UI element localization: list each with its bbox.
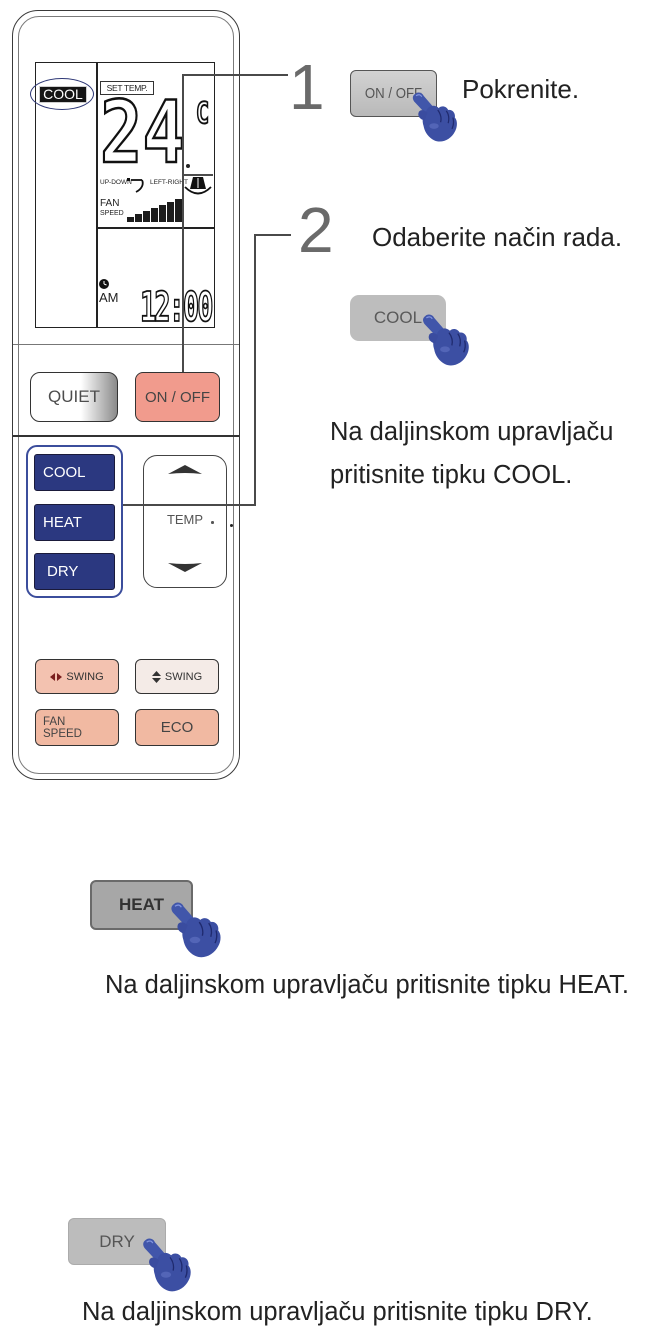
heat-instruction: Na daljinskom upravljaču pritisnite tipk… <box>105 971 629 999</box>
eco-button-label: ECO <box>160 719 194 736</box>
swing-left-right-button: SWING <box>35 659 119 694</box>
fan-speed-bar <box>135 214 142 222</box>
quiet-button: QUIET <box>30 372 118 422</box>
lcd-updown-label: UP-DOWN <box>100 179 132 186</box>
on-off-button: ON / OFF <box>135 372 220 422</box>
lcd-leftright-label: LEFT-RIGHT <box>150 179 188 186</box>
lcd-time: 12:00 <box>139 283 214 331</box>
lcd-temperature: 24 <box>99 83 186 183</box>
lcd-mode-highlight-oval <box>30 78 94 110</box>
quiet-button-label: QUIET <box>48 387 100 406</box>
step-1-on-off-label: ON / OFF <box>364 85 423 102</box>
lcd-divider-horizontal <box>97 227 215 229</box>
vent-icon <box>183 174 213 195</box>
left-right-arrows-icon <box>50 672 63 681</box>
lcd-set-temp-label: SET TEMP. <box>100 81 154 95</box>
up-down-arrows-icon <box>151 670 161 683</box>
pointing-hand-icon <box>138 1238 194 1294</box>
callout1-vertical-line <box>182 74 184 372</box>
fan-speed-bar <box>159 205 166 222</box>
temp-up-arrow-icon <box>168 465 202 474</box>
fan-speed-button: FAN SPEED <box>35 709 119 746</box>
dry-button-label: DRY <box>47 563 79 580</box>
callout1-horizontal-line <box>182 74 288 76</box>
cool-instruction-line1: Na daljinskom upravljaču <box>330 418 614 446</box>
lcd-divider-vertical <box>96 62 98 328</box>
callout2-top-line <box>254 234 291 236</box>
fan-speed-bars <box>127 199 183 222</box>
lcd-speed-label: SPEED <box>100 210 124 217</box>
step-1-number: 1 <box>289 51 325 123</box>
on-off-button-label: ON / OFF <box>145 388 210 406</box>
dry-button: DRY <box>34 553 115 590</box>
mode-button-group <box>26 445 123 598</box>
fan-speed-bar <box>127 217 134 222</box>
stray-dot <box>230 524 233 527</box>
fan-speed-bar <box>151 208 158 222</box>
lcd-fan-label: FAN <box>100 198 120 209</box>
pointing-hand-icon <box>408 92 460 144</box>
heat-button-label: HEAT <box>43 514 82 531</box>
lcd-decimal-dot <box>186 164 190 168</box>
step-1-instruction: Pokrenite. <box>462 74 580 104</box>
remote-divider-upper <box>13 344 239 345</box>
remote-inner-shell <box>18 16 234 774</box>
pointing-hand-icon <box>166 902 224 960</box>
lcd-temp-unit: C <box>195 96 210 130</box>
temp-label: TEMP <box>166 512 204 527</box>
fan-speed-button-line1: FAN <box>43 715 66 728</box>
swing-up-down-button: SWING <box>135 659 219 694</box>
step-2-dry-button-label: DRY <box>99 1231 135 1251</box>
step-2-heat-button-label: HEAT <box>118 895 164 914</box>
fan-speed-bar <box>143 211 150 222</box>
temp-down-arrow-icon <box>168 563 202 572</box>
step-2-number: 2 <box>298 194 334 266</box>
lcd-frame <box>35 62 215 328</box>
fan-speed-bar <box>167 202 174 222</box>
swing-left-right-label: SWING <box>66 670 104 683</box>
lcd-ampm: AM <box>99 290 119 305</box>
clock-icon <box>99 279 109 289</box>
pointing-hand-icon <box>418 314 472 368</box>
cool-button-label: COOL <box>43 464 86 481</box>
swing-up-down-icon <box>127 178 144 193</box>
lcd-mode-badge: COOL <box>39 86 87 103</box>
eco-button: ECO <box>135 709 219 746</box>
fan-speed-button-line2: SPEED <box>43 727 82 740</box>
step-2-cool-button-label: COOL <box>373 308 423 327</box>
callout2-bottom-line <box>123 504 256 506</box>
remote-outer-shell <box>12 10 240 780</box>
step-2-instruction: Odaberite način rada. <box>372 222 623 252</box>
cool-instruction-line2: pritisnite tipku COOL. <box>330 461 573 489</box>
cool-button: COOL <box>34 454 115 491</box>
dry-instruction: Na daljinskom upravljaču pritisnite tipk… <box>82 1298 593 1326</box>
fan-speed-bar <box>175 199 182 222</box>
remote-divider-lower <box>13 435 239 437</box>
callout2-vertical-line <box>254 234 256 505</box>
swing-up-down-label: SWING <box>164 670 203 683</box>
temp-label-dot <box>211 521 214 524</box>
heat-button: HEAT <box>34 504 115 541</box>
step-2-heat-button: HEAT <box>90 880 193 930</box>
